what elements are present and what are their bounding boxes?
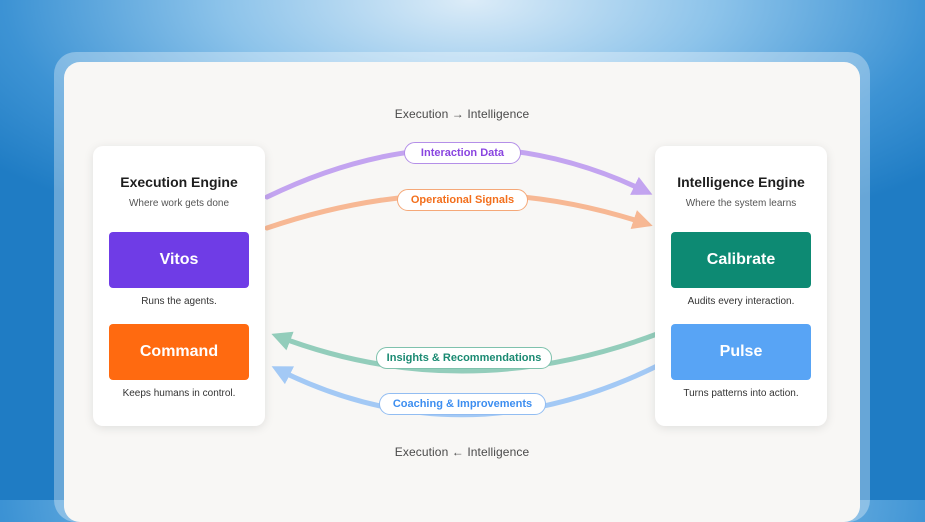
module-vitos: Vitos: [109, 232, 249, 288]
intelligence-engine-panel: Intelligence Engine Where the system lea…: [655, 146, 827, 426]
flow-label-interaction-data: Interaction Data: [404, 142, 521, 164]
module-vitos-description: Runs the agents.: [141, 296, 217, 307]
module-pulse-description: Turns patterns into action.: [683, 388, 799, 399]
diagram-card: Execution → Intelligence Interaction Dat…: [64, 62, 860, 522]
module-calibrate: Calibrate: [671, 232, 811, 288]
module-command-description: Keeps humans in control.: [122, 388, 236, 399]
execution-engine-panel: Execution Engine Where work gets done Vi…: [93, 146, 265, 426]
intelligence-engine-title: Intelligence Engine: [677, 174, 805, 190]
caption-top: Execution → Intelligence: [394, 107, 530, 121]
execution-engine-title: Execution Engine: [120, 174, 238, 190]
flow-label-coaching-improvements: Coaching & Improvements: [379, 393, 546, 415]
flow-label-operational-signals: Operational Signals: [397, 189, 528, 211]
module-command: Command: [109, 324, 249, 380]
intelligence-engine-subtitle: Where the system learns: [685, 198, 797, 209]
caption-bottom: Execution ← Intelligence: [394, 445, 530, 459]
flow-label-insights-recommendations: Insights & Recommendations: [376, 347, 552, 369]
module-pulse: Pulse: [671, 324, 811, 380]
module-calibrate-description: Audits every interaction.: [687, 296, 795, 307]
flow-line-insights-recommendations: [271, 331, 660, 374]
execution-engine-subtitle: Where work gets done: [128, 198, 230, 209]
